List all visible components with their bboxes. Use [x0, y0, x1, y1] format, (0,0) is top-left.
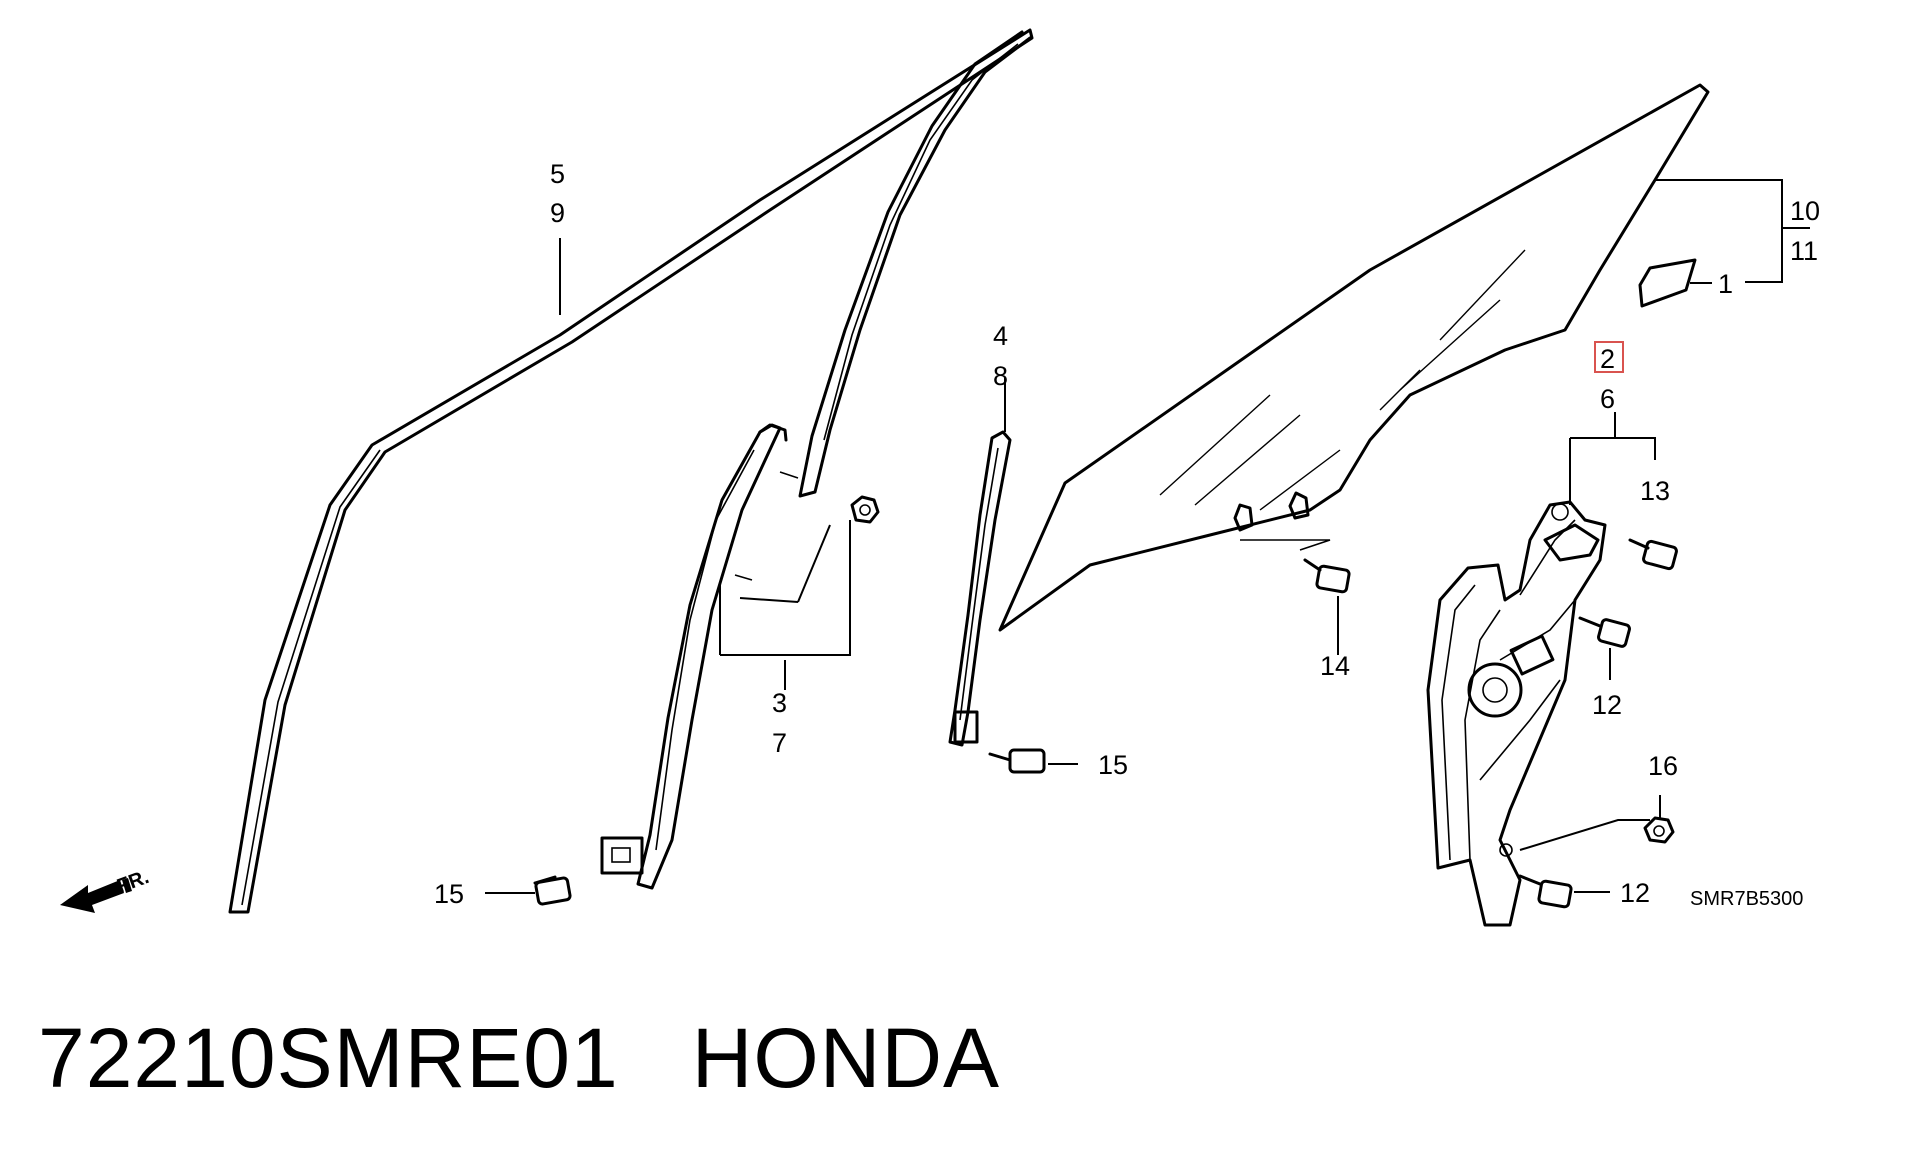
rear-lower-channel	[948, 430, 1012, 747]
bolt-icon	[1628, 538, 1678, 571]
front-direction-arrow: FR.	[60, 866, 152, 913]
leader-lines	[485, 179, 1810, 894]
callout-12-lower: 12	[1620, 878, 1650, 908]
part-number: 72210SMRE01	[38, 1011, 619, 1105]
window-regulator	[1426, 500, 1607, 927]
fr-label: FR.	[114, 866, 152, 898]
callout-labels: 5 9 3 7 4 8 15 15 14 10 11 1 2 6 13 12 1…	[434, 159, 1820, 909]
callout-8: 8	[993, 361, 1008, 391]
part-footer: 72210SMRE01 HONDA	[38, 1010, 1000, 1107]
callout-13: 13	[1640, 476, 1670, 506]
bolt-icon	[1578, 616, 1631, 648]
front-lower-channel	[600, 423, 788, 890]
callout-4: 4	[993, 321, 1008, 351]
callout-11: 11	[1790, 236, 1818, 266]
diagram-code: SMR7B5300	[1690, 888, 1803, 910]
callout-15-right: 15	[1098, 750, 1128, 780]
fasteners	[533, 258, 1697, 909]
brand-name: HONDA	[691, 1011, 1001, 1105]
nut-icon	[850, 495, 880, 524]
callout-2-highlight	[1594, 341, 1624, 373]
bolt-icon	[988, 748, 1046, 774]
callout-10: 10	[1790, 196, 1820, 226]
callout-9: 9	[550, 198, 565, 228]
sticker-icon	[1638, 258, 1697, 308]
parts-diagram: 5 9 3 7 4 8 15 15 14 10 11 1 2 6 13 12 1…	[60, 28, 1820, 927]
callout-3: 3	[772, 688, 787, 718]
callout-16: 16	[1648, 751, 1678, 781]
callout-1: 1	[1718, 269, 1733, 299]
callout-12-upper: 12	[1592, 690, 1622, 720]
nut-icon	[1643, 816, 1675, 844]
callout-5: 5	[550, 159, 565, 189]
bolt-icon	[533, 875, 572, 906]
callout-7: 7	[772, 728, 787, 758]
callout-2: 2	[1600, 344, 1615, 374]
callout-15-left: 15	[434, 879, 464, 909]
bolt-icon	[1303, 558, 1351, 594]
bolt-icon	[1518, 874, 1573, 909]
door-sash-channel	[228, 28, 1034, 914]
callout-14: 14	[1320, 651, 1350, 681]
callout-6: 6	[1600, 384, 1615, 414]
door-glass	[998, 83, 1710, 632]
